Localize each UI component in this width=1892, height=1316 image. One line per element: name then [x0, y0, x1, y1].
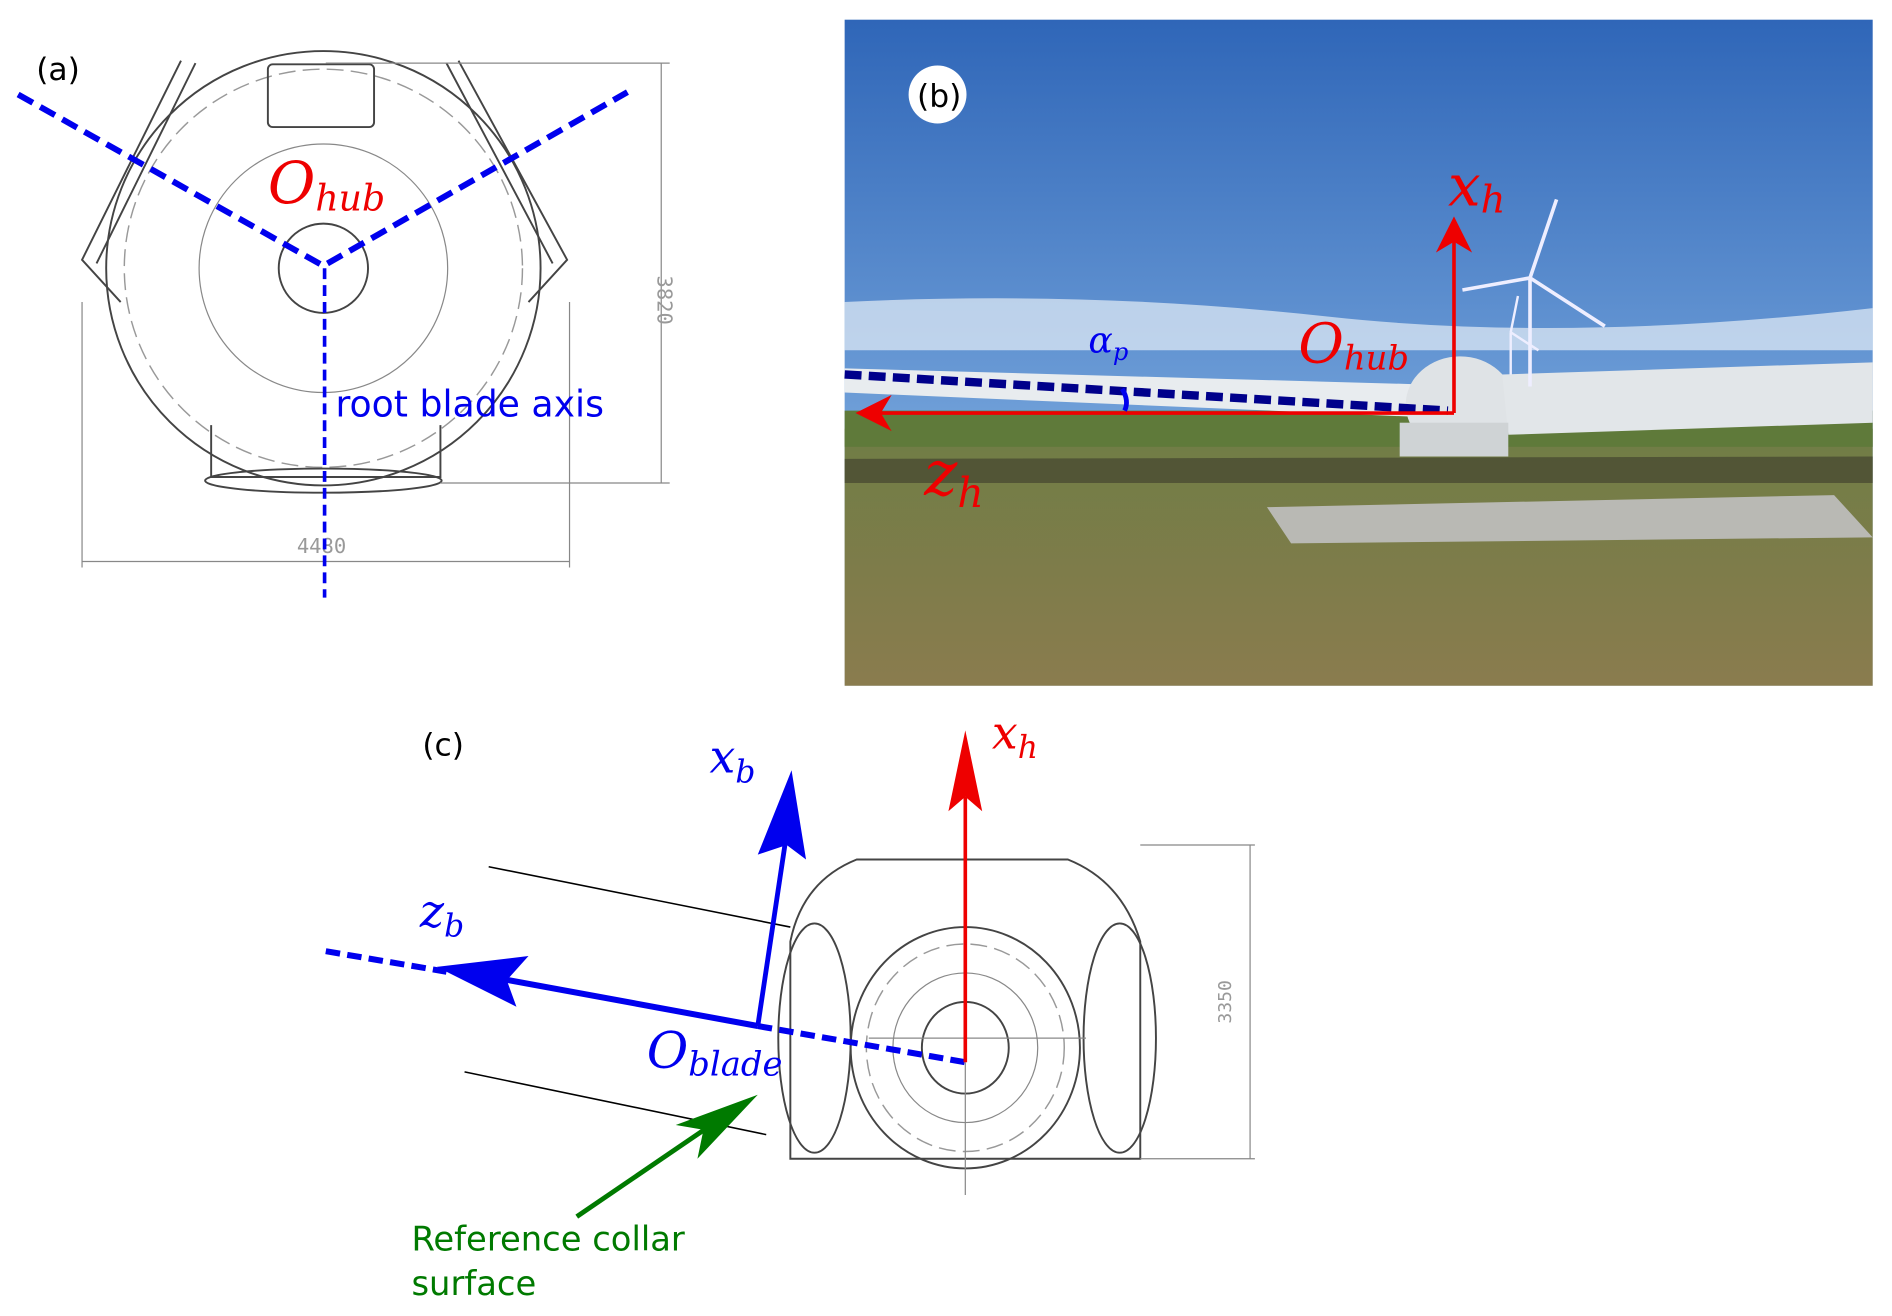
z-b-axis-extension [325, 948, 447, 975]
x-b-label: xb [710, 730, 756, 791]
dim-height-c: 3350 [1215, 980, 1236, 1024]
origin-blade-label: Oblade [647, 1021, 783, 1083]
z-b-arrow [436, 956, 529, 1007]
pitch-angle-arc [1120, 387, 1129, 412]
root-blade-axis-label: root blade axis [335, 383, 604, 426]
z-b-label: zb [419, 884, 464, 945]
x-b-arrow [757, 770, 807, 860]
blade-axis-dashed-c [757, 1023, 966, 1066]
panel-c: (c) 3350 xb xh zb Oblade Reference colla… [325, 705, 1255, 1303]
panel-b-photo: (b) xh zh Ohub αp [844, 19, 1873, 686]
blade-axis-dashed-b [844, 370, 1449, 415]
x-h-label-b: xh [1448, 152, 1506, 223]
collar-label-line1: Reference collar [411, 1219, 684, 1258]
dim-height-a: 3820 [653, 275, 677, 324]
origin-hub-label-a: Ohub [268, 149, 385, 219]
panel-b-label-bg [908, 65, 967, 124]
panel-c-label: (c) [422, 728, 464, 764]
pitch-angle-label: αp [1088, 319, 1128, 366]
z-h-label-b: zh [923, 437, 983, 517]
hub-front-drawing: 3820 4480 [80, 50, 677, 568]
panel-b-label: (b) [917, 79, 961, 115]
hub-side-drawing: 3350 [777, 844, 1255, 1195]
origin-hub-label-b: Ohub [1298, 311, 1409, 377]
collar-label-line2: surface [411, 1264, 536, 1303]
collar-pointer-arrow [675, 1094, 758, 1159]
panel-a: (a) 3820 4480 Ohub root blade axis [16, 50, 677, 598]
panel-a-label: (a) [36, 52, 80, 88]
x-h-arrow-c [948, 730, 983, 812]
dim-width-a: 4480 [297, 534, 346, 558]
x-h-label-c: xh [992, 705, 1038, 766]
blade-axes-dashed [16, 89, 629, 270]
